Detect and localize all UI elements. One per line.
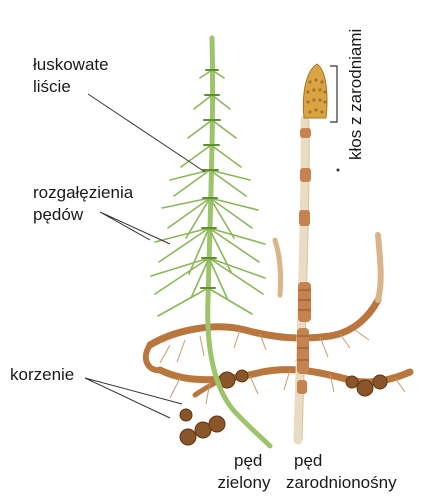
label-green-shoot-line2: zielony (210, 472, 278, 494)
label-scale-leaves: łuskowate liście (33, 54, 109, 98)
spore-spike (303, 64, 327, 118)
label-roots: korzenie (10, 364, 74, 386)
label-fertile-shoot-line1: pęd (286, 450, 426, 472)
label-fertile-shoot: pęd zarodnionośny (286, 450, 426, 494)
fertile-shoot (297, 120, 311, 440)
label-scale-leaves-line1: łuskowate (33, 54, 109, 76)
label-spore-spike: kłos z zarodniami (346, 29, 366, 160)
label-fertile-shoot-line2: zarodnionośny (286, 472, 426, 494)
label-green-shoot: pęd zielony (210, 450, 278, 494)
label-shoot-branches-line1: rozgałęzienia (33, 182, 133, 204)
label-green-shoot-line1: pęd (210, 450, 278, 472)
label-shoot-branches: rozgałęzienia pędów (33, 182, 133, 226)
label-scale-leaves-line2: liście (33, 76, 109, 98)
rhizome (146, 235, 410, 395)
label-shoot-branches-line2: pędów (33, 204, 133, 226)
